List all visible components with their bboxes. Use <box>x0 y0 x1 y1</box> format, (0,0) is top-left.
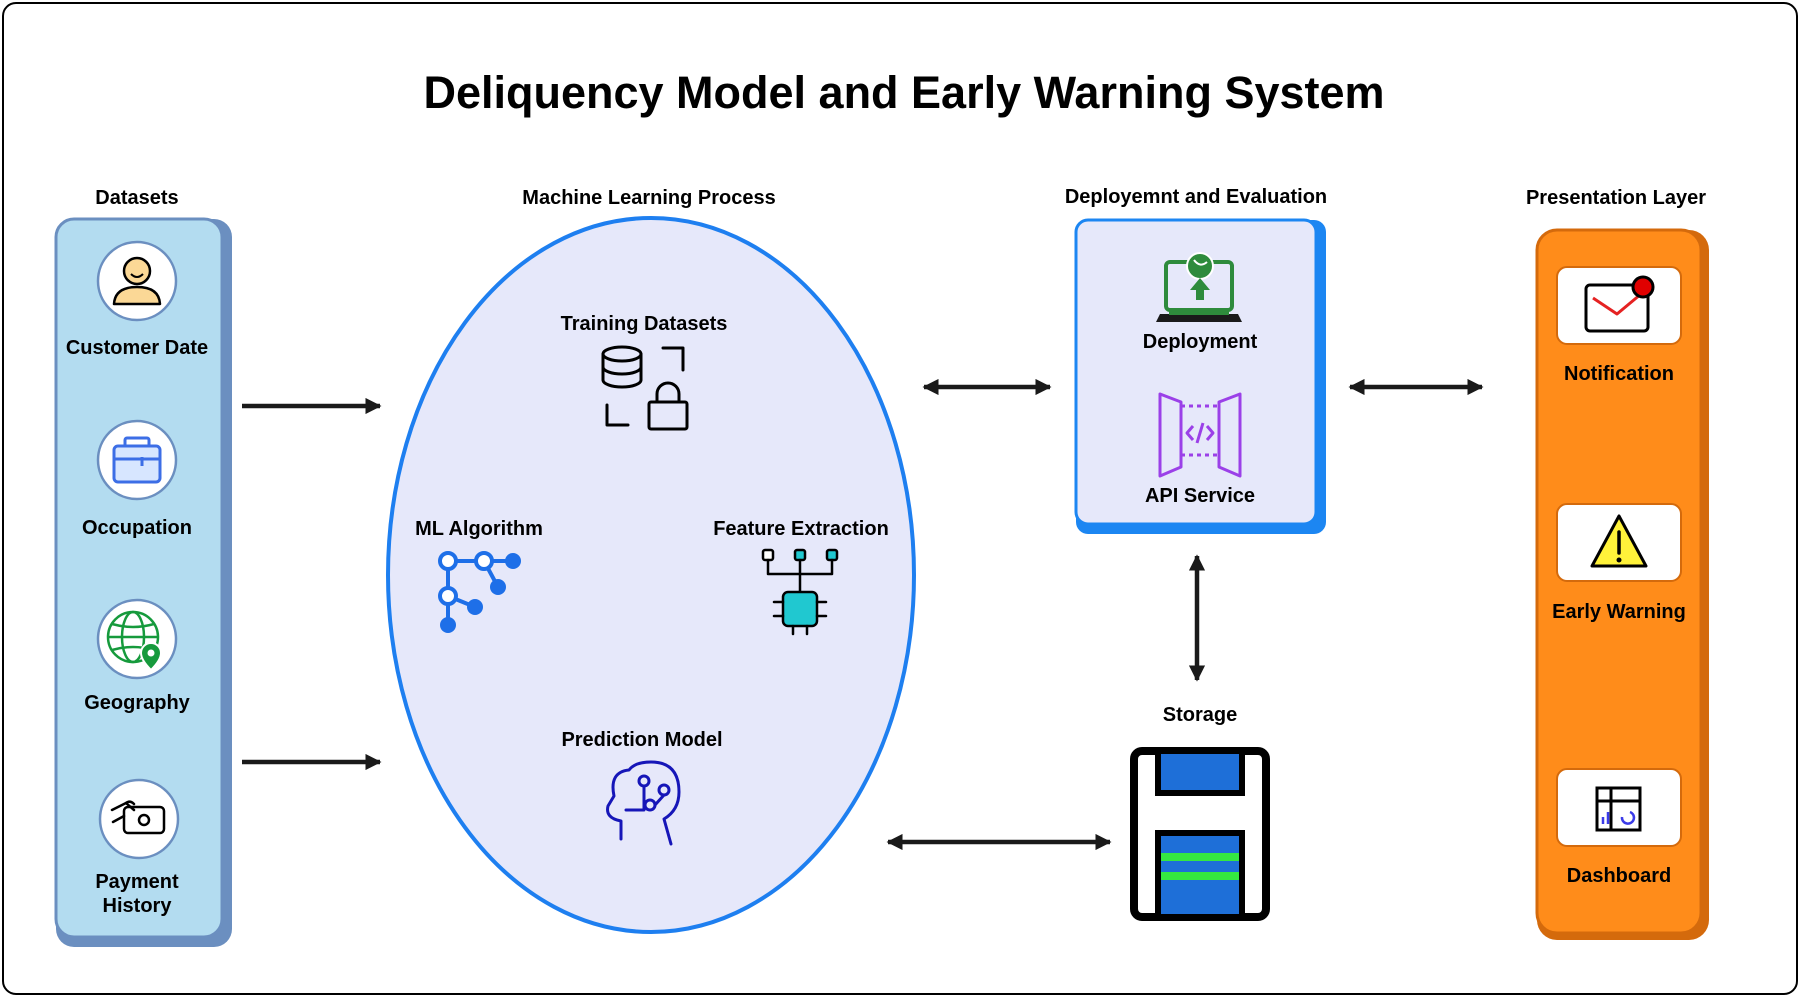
geography-label: Geography <box>84 692 190 714</box>
occupation-label: Occupation <box>82 517 192 539</box>
early-warning-label: Early Warning <box>1552 601 1686 623</box>
ml-algorithm-label: ML Algorithm <box>415 518 543 540</box>
occupation-node <box>96 419 178 501</box>
dashboard-card <box>1556 768 1682 847</box>
prediction-model-label: Prediction Model <box>561 729 722 751</box>
warning-triangle-icon <box>1590 514 1648 568</box>
diagram-title: Deliquency Model and Early Warning Syste… <box>423 67 1384 118</box>
deployment-label: Deployment <box>1143 331 1258 353</box>
geography-node <box>96 598 178 680</box>
storage-label: Storage <box>1163 704 1237 726</box>
algorithm-network-icon <box>438 551 521 633</box>
datasets-panel <box>54 217 232 947</box>
ai-head-icon <box>606 760 681 846</box>
customer-data-node <box>96 240 178 322</box>
deployment-panel <box>1074 218 1326 534</box>
storage-floppy-icon <box>1130 747 1270 921</box>
payment-history-label-line2: History <box>103 895 173 917</box>
globe-pin-icon <box>106 610 163 672</box>
api-service-label: API Service <box>1145 485 1255 507</box>
section-ml-process-header: Machine Learning Process <box>522 187 775 209</box>
section-presentation-header: Presentation Layer <box>1526 187 1706 209</box>
section-deployment-header: Deployemnt and Evaluation <box>1065 186 1327 208</box>
chip-icon <box>761 548 839 636</box>
dashboard-label: Dashboard <box>1567 865 1671 887</box>
payment-history-node <box>98 778 180 860</box>
api-gateway-icon <box>1158 392 1242 478</box>
training-datasets-label: Training Datasets <box>561 313 728 335</box>
payment-card-icon <box>110 800 166 835</box>
laptop-upload-icon <box>1156 252 1242 322</box>
ml-process-ellipse <box>386 216 916 934</box>
customer-data-label: Customer Date <box>66 337 208 359</box>
payment-history-label-line1: Payment <box>95 871 179 893</box>
notification-label: Notification <box>1564 363 1674 385</box>
dashboard-icon <box>1595 786 1642 832</box>
diagram-canvas: Deliquency Model and Early Warning Syste… <box>54 67 1709 947</box>
user-icon <box>112 256 162 306</box>
database-lock-icon <box>601 345 689 431</box>
section-datasets-header: Datasets <box>95 187 178 209</box>
mail-notification-icon <box>1584 275 1655 333</box>
briefcase-icon <box>112 436 162 484</box>
feature-extraction-label: Feature Extraction <box>713 518 889 540</box>
